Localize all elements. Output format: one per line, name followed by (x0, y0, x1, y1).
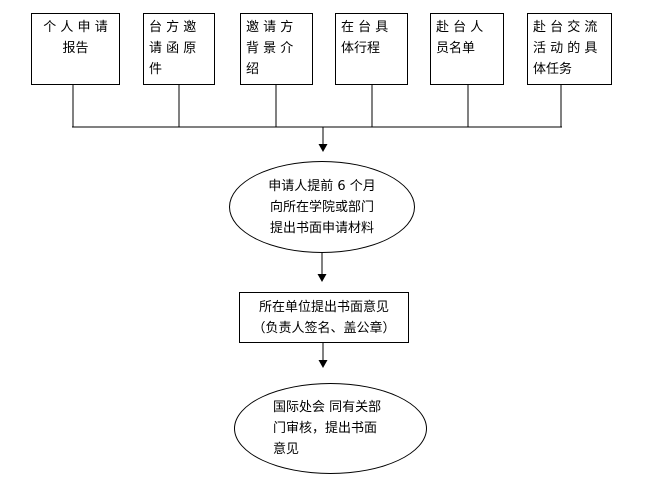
ellipse-text-line: 意见 (273, 442, 300, 457)
arrow-to-step2 (317, 253, 327, 282)
ellipse-text-line: 向所在学院或部门 (269, 199, 374, 215)
box-personnel-name-list: 赴 台 人 员名单 (430, 13, 504, 85)
box-text-line: 个 人 申 请 (43, 20, 108, 35)
box-personal-application-report: 个 人 申 请 报告 (31, 13, 120, 85)
box-text-line: 台 方 邀 (149, 20, 197, 35)
arrow-to-step1 (318, 127, 328, 152)
box-text-line: 活 动 的 具 (533, 41, 598, 56)
box-text-line: 件 (149, 62, 163, 77)
box-text-line: 体任务 (533, 62, 573, 77)
box-text-line: 赴 台 人 (436, 20, 484, 35)
ellipse-text-line: 提出书面申请材料 (269, 220, 374, 236)
ellipse-text-line: 门审核，提出书面 (273, 421, 378, 436)
box-text-line: 邀 请 方 (246, 20, 294, 35)
box-text-line: 背 景 介 (246, 41, 294, 56)
box-itinerary-in-taiwan: 在 台 具 体行程 (335, 13, 408, 85)
box-text-line: 绍 (246, 62, 260, 77)
box-text-line: 体行程 (341, 41, 381, 56)
rect-text-line: 所在单位提出书面意见 (258, 299, 389, 315)
box-text-line: 报告 (62, 41, 89, 56)
ellipse-text-line: 国际处会 同有关部 (273, 400, 382, 415)
ellipse-text-line: 申请人提前 6 个月 (268, 178, 376, 194)
box-text-line: 请 函 原 (149, 41, 197, 56)
box-text-line: 赴 台 交 流 (533, 20, 598, 35)
ellipse-submit-application-materials: 申请人提前 6 个月 向所在学院或部门 提出书面申请材料 (229, 161, 415, 253)
ellipse-international-office-review: 国际处会 同有关部 门审核，提出书面 意见 (234, 383, 427, 474)
box-exchange-activity-tasks: 赴 台 交 流 活 动 的 具 体任务 (527, 13, 612, 85)
rect-text-line: （负责人签名、盖公章） (252, 320, 396, 336)
box-text-line: 员名单 (436, 41, 476, 56)
box-text-line: 在 台 具 (341, 20, 389, 35)
arrow-to-step3 (318, 343, 328, 368)
rect-unit-written-opinion: 所在单位提出书面意见 （负责人签名、盖公章） (239, 292, 409, 343)
box-inviter-background: 邀 请 方 背 景 介 绍 (240, 13, 313, 85)
box-invitation-letter-original: 台 方 邀 请 函 原 件 (143, 13, 215, 85)
